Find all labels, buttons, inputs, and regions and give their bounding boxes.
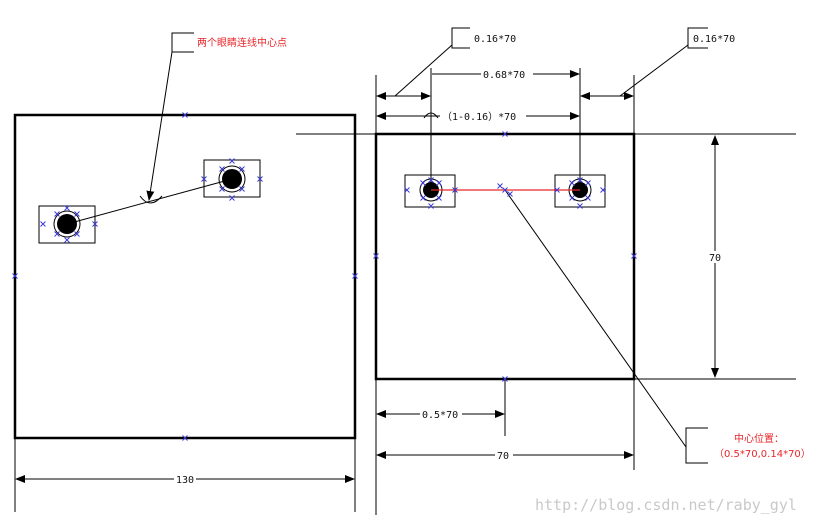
- snap-marker: [74, 231, 80, 237]
- snap-marker: [352, 273, 358, 279]
- snap-marker: [436, 180, 442, 186]
- snap-marker: [569, 180, 575, 186]
- snap-marker: [428, 177, 434, 183]
- right-width-label: 70: [497, 451, 509, 462]
- snap-marker: [404, 187, 410, 193]
- right-margin-left-label: 0.16*70: [474, 34, 516, 45]
- left-callout-box: [171, 32, 194, 53]
- right-height-label: 70: [709, 253, 721, 264]
- snap-marker: [420, 180, 426, 186]
- snap-marker: [219, 166, 225, 172]
- right-figure: 0.16*70 0.16*70 0.68*70 （1-0.16）*70 70 0…: [296, 27, 811, 515]
- snap-marker: [569, 195, 575, 201]
- right-half-width-label: 0.5*70: [422, 410, 458, 421]
- snap-marker: [54, 231, 60, 237]
- left-callout-leader: [146, 51, 173, 201]
- right-margin-right-box: [687, 27, 708, 49]
- right-center-title: 中心位置：: [734, 432, 784, 445]
- snap-marker: [502, 187, 508, 193]
- left-callout-label: 两个眼睛连线中心点: [197, 36, 287, 49]
- snap-marker: [229, 195, 235, 201]
- right-face-box: [374, 132, 636, 381]
- snap-marker: [54, 211, 60, 217]
- watermark: http://blog.csdn.net/raby_gyl: [535, 496, 797, 514]
- snap-marker: [182, 435, 188, 441]
- right-margin-left-box: [451, 27, 470, 49]
- snap-marker: [257, 176, 263, 182]
- left-face-box: [13, 113, 357, 440]
- snap-marker: [497, 183, 503, 189]
- snap-marker: [40, 221, 46, 227]
- snap-marker: [92, 221, 98, 227]
- left-eye-connector: [66, 178, 233, 225]
- snap-markers: [12, 112, 637, 441]
- left-eye-ring-1: [53, 210, 81, 238]
- snap-marker: [554, 187, 560, 193]
- right-eye-distance-label: 0.68*70: [483, 70, 525, 81]
- snap-marker: [373, 253, 379, 259]
- right-center-leader: [504, 189, 687, 448]
- right-center-value: （0.5*70,0.14*70）: [714, 448, 811, 460]
- snap-marker: [502, 131, 508, 137]
- right-margin-left-leader: [394, 44, 453, 97]
- right-margin-right-leader: [619, 44, 689, 97]
- snap-marker: [428, 203, 434, 209]
- snap-marker: [182, 112, 188, 118]
- left-midpoint-arc: [139, 195, 163, 204]
- snap-marker: [502, 376, 508, 382]
- snap-marker: [452, 187, 458, 193]
- snap-marker: [239, 166, 245, 172]
- snap-marker: [201, 176, 207, 182]
- snap-marker: [600, 187, 606, 193]
- snap-marker: [64, 205, 70, 211]
- snap-marker: [74, 211, 80, 217]
- snap-marker: [64, 237, 70, 243]
- snap-marker: [577, 203, 583, 209]
- left-figure: 两个眼睛连线中心点 130: [13, 32, 357, 512]
- snap-marker: [436, 195, 442, 201]
- snap-marker: [585, 195, 591, 201]
- right-margin-right-label: 0.16*70: [693, 34, 735, 45]
- snap-marker: [229, 158, 235, 164]
- right-left-offset-label: （1-0.16）*70: [442, 111, 516, 123]
- snap-marker: [239, 186, 245, 192]
- snap-marker: [12, 273, 18, 279]
- snap-marker: [577, 177, 583, 183]
- right-center-box: [685, 427, 708, 464]
- snap-marker: [585, 180, 591, 186]
- snap-marker: [631, 253, 637, 259]
- snap-marker: [420, 195, 426, 201]
- snap-marker: [507, 191, 513, 197]
- left-eye-ring-2: [218, 165, 246, 193]
- left-width-label: 130: [176, 475, 194, 486]
- right-eye-box-2: [554, 174, 606, 208]
- snap-marker: [219, 186, 225, 192]
